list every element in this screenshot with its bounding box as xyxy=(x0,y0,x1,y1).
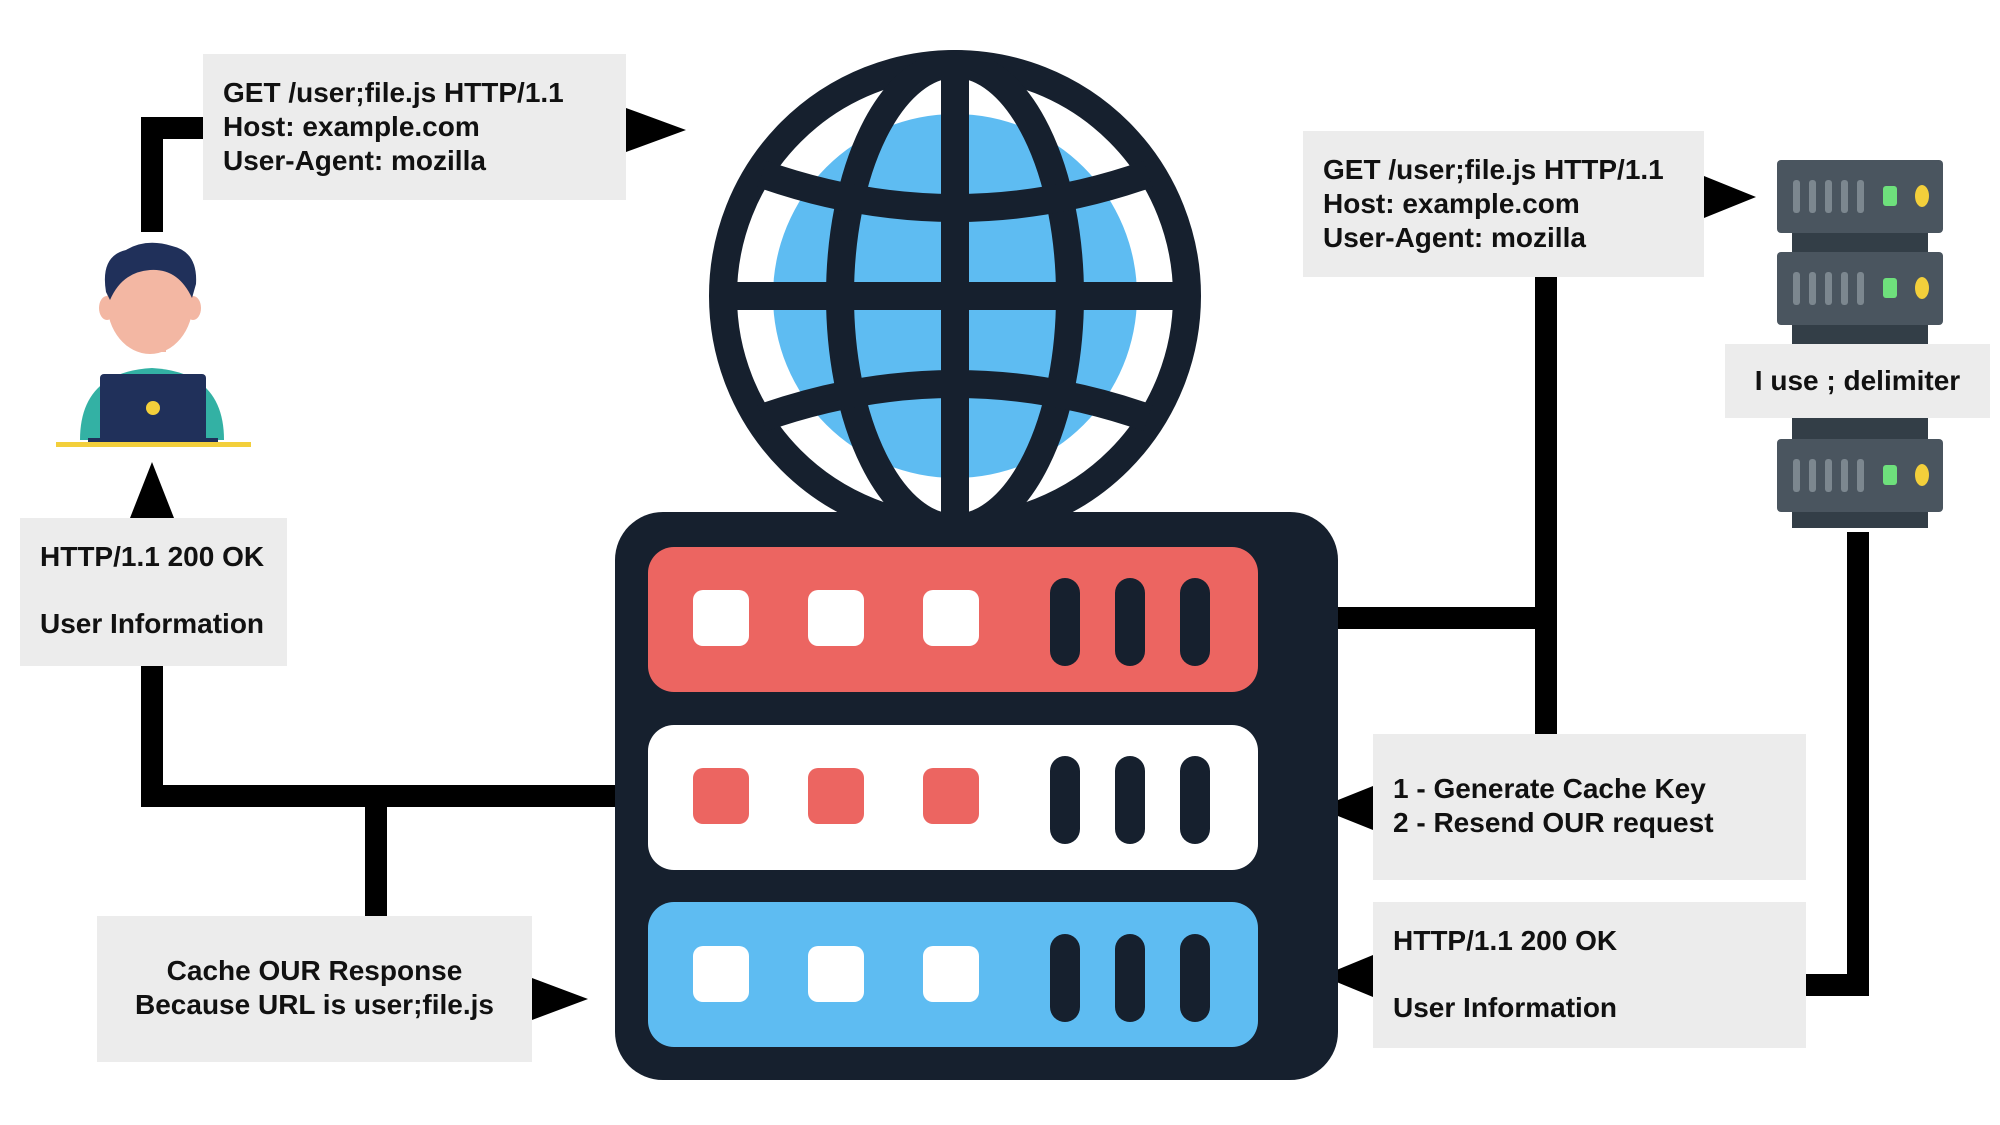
client-request-box: GET /user;file.js HTTP/1.1 Host: example… xyxy=(203,54,626,200)
origin-response-body: User Information xyxy=(1393,992,1618,1023)
cache-note-line-1: Cache OUR Response xyxy=(166,955,463,986)
arrow-to-globe xyxy=(626,108,686,152)
user-at-laptop-icon xyxy=(56,242,251,447)
arrow-to-cache-server-from-note xyxy=(532,978,588,1020)
origin-server-icon xyxy=(1777,160,1943,528)
line-cache-to-client-response xyxy=(141,666,615,807)
cache-note-line-2: Because URL is user;file.js xyxy=(135,989,494,1020)
connector-lines xyxy=(141,117,1869,996)
arrow-to-origin xyxy=(1704,176,1756,218)
cache-server-stack-icon xyxy=(615,512,1338,1080)
forwarded-request-host: Host: example.com xyxy=(1323,188,1580,219)
client-request-host: Host: example.com xyxy=(223,111,480,142)
arrow-up-to-client xyxy=(130,462,174,518)
arrow-to-cache-server-mid xyxy=(1318,786,1373,830)
forwarded-request-user-agent: User-Agent: mozilla xyxy=(1323,222,1586,253)
cache-steps-box: 1 - Generate Cache Key 2 - Resend OUR re… xyxy=(1373,734,1806,880)
cache-note-box: Cache OUR Response Because URL is user;f… xyxy=(97,916,532,1062)
origin-note-text: I use ; delimiter xyxy=(1754,365,1961,396)
origin-response-box: HTTP/1.1 200 OK User Information xyxy=(1373,902,1806,1048)
cache-step-1: 1 - Generate Cache Key xyxy=(1393,773,1706,804)
client-response-box: HTTP/1.1 200 OK User Information xyxy=(20,518,287,666)
client-request-user-agent: User-Agent: mozilla xyxy=(223,145,486,176)
cache-step-2: 2 - Resend OUR request xyxy=(1393,807,1714,838)
forwarded-request-line: GET /user;file.js HTTP/1.1 xyxy=(1323,154,1664,185)
arrow-to-cache-server-bottom xyxy=(1322,955,1373,997)
arrowheads xyxy=(130,108,1756,1020)
line-client-to-request xyxy=(141,117,203,232)
origin-note-box: I use ; delimiter xyxy=(1725,344,1990,418)
line-origin-to-response xyxy=(1806,532,1869,996)
origin-response-status: HTTP/1.1 200 OK xyxy=(1393,925,1618,956)
globe-icon xyxy=(709,50,1201,542)
client-request-line: GET /user;file.js HTTP/1.1 xyxy=(223,77,564,108)
client-response-body: User Information xyxy=(40,608,265,639)
client-response-status: HTTP/1.1 200 OK xyxy=(40,541,265,572)
forwarded-request-box: GET /user;file.js HTTP/1.1 Host: example… xyxy=(1303,131,1704,277)
